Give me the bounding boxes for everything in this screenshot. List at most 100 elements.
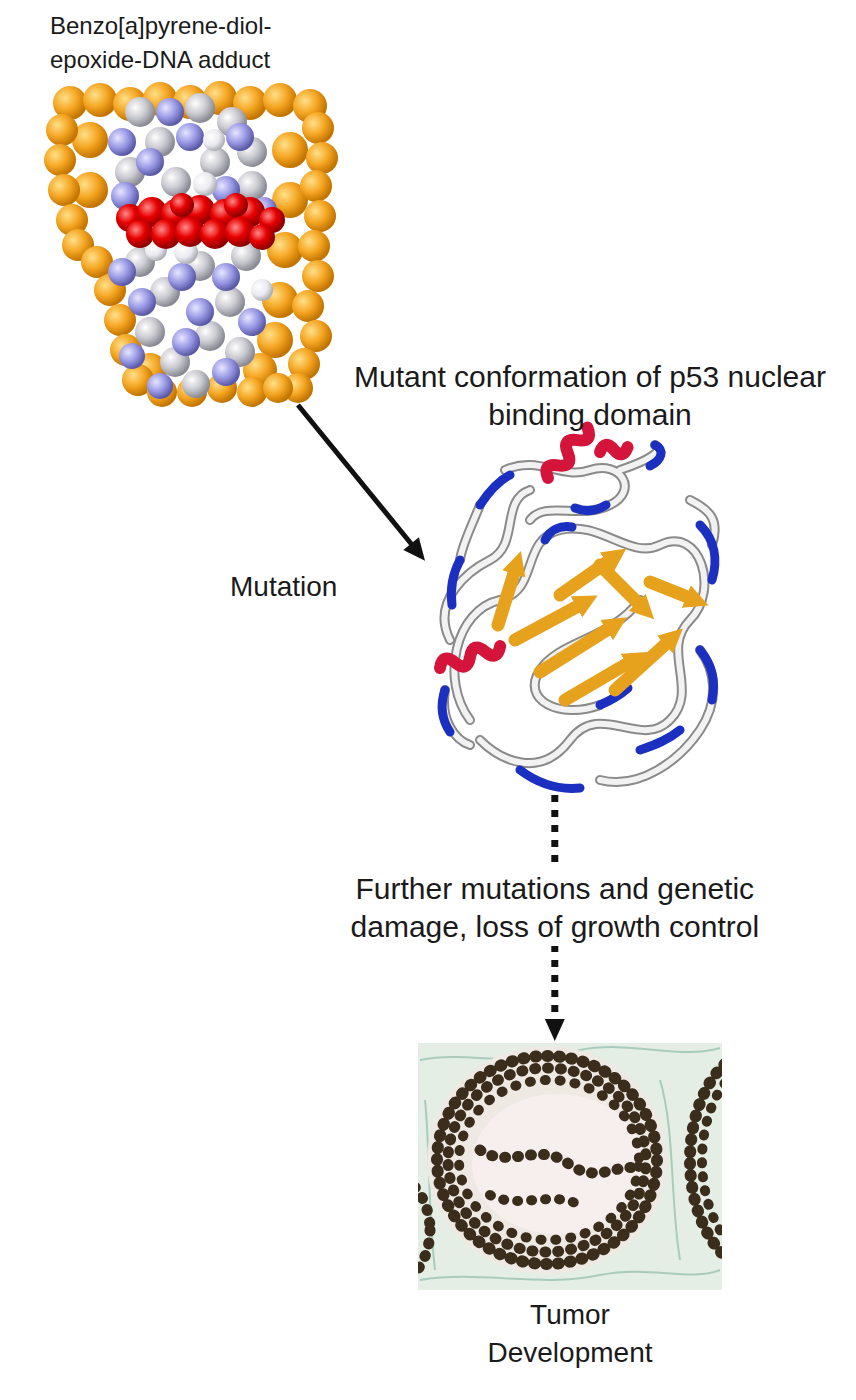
tumor-histology: [480, 1150, 640, 1173]
tumor-histology: [490, 1195, 580, 1205]
dna-adduct-model: [83, 83, 117, 117]
p53-ribbon-model: [700, 650, 714, 700]
tumor-node: Tumor Development: [418, 1043, 722, 1290]
node-label: Mutant conformation of p53 nuclear bindi…: [350, 358, 830, 434]
tumor-histology: [690, 1048, 722, 1272]
dna-adduct-model: [115, 93, 267, 398]
dna-adduct-model: [249, 224, 275, 250]
p53-ribbon-model: [498, 570, 515, 625]
p53-ribbon-model: [444, 445, 715, 782]
dna-adduct-model: [226, 123, 254, 151]
dna-adduct-model: [156, 98, 184, 126]
p53-ribbon-model: [515, 605, 580, 640]
tumor-histology: [459, 1080, 639, 1240]
p53-ribbon-model: [615, 642, 668, 690]
dna-adduct-model: [168, 263, 196, 291]
p53-ribbon-model: [480, 475, 510, 505]
dna-adduct-model: [44, 144, 76, 176]
dna-adduct-model: [238, 308, 266, 336]
dna-adduct-model: [147, 373, 173, 399]
dna-adduct-model: [302, 112, 334, 144]
dna-adduct-model: [172, 328, 200, 356]
tumor-histology: [418, 1043, 722, 1290]
p53-ribbon-model: [560, 560, 610, 595]
p53-ribbon-model: [542, 423, 592, 482]
dna-adduct-model: [306, 142, 338, 174]
dna-adduct-model: [300, 170, 332, 202]
p53-ribbon-model: [540, 628, 610, 672]
dna-adduct-model: [48, 174, 80, 206]
node-label: Tumor Development: [470, 1296, 670, 1372]
p53-ribbon-model: [444, 445, 715, 782]
p53-ribbon-model: [700, 525, 715, 580]
dna-adduct-model: [46, 114, 78, 146]
dna-adduct-model: [128, 288, 156, 316]
dna-adduct-model: [182, 370, 210, 398]
dna-adduct-model: [108, 258, 136, 286]
p53-ribbon-model: [438, 640, 503, 675]
arrow-head: [545, 1019, 565, 1041]
dna-adduct-model: [176, 123, 204, 151]
dna-adduct-model: [186, 298, 214, 326]
dna-adduct-model: [215, 287, 245, 317]
dna-adduct-model: [145, 129, 273, 301]
dna-adduct-model: [108, 128, 136, 156]
p53-ribbon-model: [640, 730, 680, 750]
dna-adduct-model: [300, 320, 332, 352]
edge-label: Further mutations and genetic damage, lo…: [305, 870, 805, 946]
dna-adduct-model: [212, 263, 240, 291]
dna-adduct-model: [263, 373, 293, 403]
p53-ribbon-model: [438, 640, 503, 675]
dna-adduct-model: [161, 167, 191, 197]
dna-adduct-model: [272, 132, 308, 168]
p53-ribbon-model: [444, 500, 715, 745]
p53-ribbon-model: [600, 565, 640, 605]
p53-ribbon-model: [445, 490, 530, 640]
dna-adduct-model: [292, 290, 324, 322]
tumor-histology: [418, 1048, 722, 1290]
node-label: Benzo[a]pyrene-diol-epoxide-DNA adduct: [50, 9, 315, 77]
dna-adduct-model: [212, 358, 240, 386]
dna-adduct-model: [263, 83, 297, 117]
dna-adduct-model: [136, 148, 164, 176]
solid-arrow: [298, 405, 414, 547]
p53-ribbon-model: [542, 423, 592, 482]
dna-adduct-model: [298, 230, 330, 262]
dna-adduct-model: [304, 200, 336, 232]
tumor-histology: [418, 1170, 430, 1290]
dna-adduct-model: [237, 377, 267, 407]
dna-adduct-model: [170, 193, 194, 217]
dna-adduct-model: [224, 193, 248, 217]
p53-ribbon-model: [650, 582, 690, 598]
dna-adduct-model: [135, 317, 165, 347]
p53-ribbon-model: [445, 490, 530, 640]
dna-adduct-model: [44, 81, 338, 407]
p53-ribbon-model: [575, 505, 606, 511]
p53-ribbon-model: [520, 770, 580, 788]
p53-ribbon-model: [442, 445, 715, 788]
dna-adduct-model: [193, 172, 217, 196]
tumor-histology: [472, 1094, 644, 1234]
arrow-head: [403, 537, 425, 560]
p53-ribbon-model: [599, 441, 629, 458]
p53-domain-node: Mutant conformation of p53 nuclear bindi…: [425, 440, 725, 795]
p53-ribbon-model: [454, 528, 704, 763]
p53-ribbon-model: [438, 423, 715, 788]
dna-adduct-model: [125, 97, 155, 127]
p53-ribbon-model: [451, 560, 460, 605]
dna-adduct-model: [116, 193, 285, 250]
p53-ribbon-model: [545, 527, 572, 540]
dna-adduct-model: [119, 343, 145, 369]
p53-ribbon-model: [442, 690, 450, 732]
tumor-histology: [418, 1043, 722, 1290]
dna-adduct-node: Benzo[a]pyrene-diol-epoxide-DNA adduct: [50, 85, 335, 405]
edge-label: Mutation: [230, 569, 337, 605]
p53-ribbon-model: [438, 423, 629, 674]
tumor-histology: [427, 1046, 667, 1274]
dna-adduct-model: [203, 129, 225, 151]
dna-adduct-model: [251, 279, 273, 301]
p53-ribbon-model: [498, 560, 690, 700]
tumor-histology: [448, 1068, 646, 1252]
